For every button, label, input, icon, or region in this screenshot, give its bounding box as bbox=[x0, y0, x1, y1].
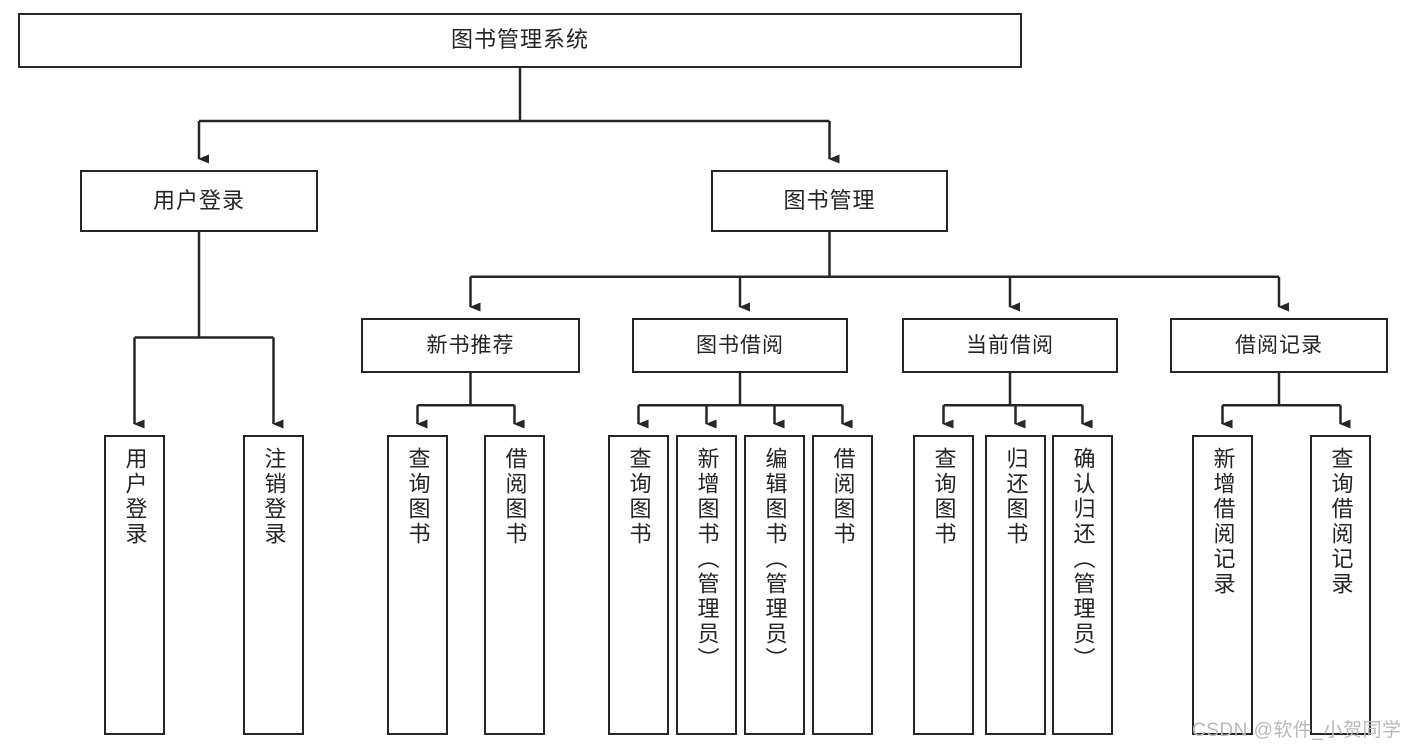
node-label: 用户登录 bbox=[152, 187, 245, 213]
node-label: 查询图书 bbox=[626, 447, 652, 547]
edge-group bbox=[133, 68, 1351, 429]
node-leaf-logout[interactable]: 注销登录 bbox=[243, 435, 304, 735]
node-label: 编辑图书（管理员） bbox=[762, 447, 788, 672]
node-label: 当前借阅 bbox=[966, 333, 1054, 357]
node-borrow-record[interactable]: 借阅记录 bbox=[1170, 318, 1388, 373]
node-leaf-query-book-rec[interactable]: 查询图书 bbox=[387, 435, 448, 735]
node-leaf-edit-book[interactable]: 编辑图书（管理员） bbox=[744, 435, 805, 735]
node-leaf-return-book[interactable]: 归还图书 bbox=[985, 435, 1046, 735]
node-label: 查询图书 bbox=[405, 447, 431, 547]
node-label: 图书管理系统 bbox=[450, 27, 589, 53]
node-label: 查询图书 bbox=[931, 447, 957, 547]
node-label: 借阅记录 bbox=[1235, 333, 1323, 357]
node-user-login[interactable]: 用户登录 bbox=[80, 170, 318, 232]
node-label: 用户登录 bbox=[122, 447, 148, 547]
node-label: 图书借阅 bbox=[696, 333, 784, 357]
node-leaf-query-record[interactable]: 查询借阅记录 bbox=[1310, 435, 1371, 735]
node-root[interactable]: 图书管理系统 bbox=[18, 13, 1022, 68]
node-label: 借阅图书 bbox=[502, 447, 528, 547]
node-leaf-query-book-borrow[interactable]: 查询图书 bbox=[608, 435, 669, 735]
node-label: 确认归还（管理员） bbox=[1070, 447, 1096, 672]
node-book-borrow[interactable]: 图书借阅 bbox=[632, 318, 848, 373]
node-leaf-confirm-return[interactable]: 确认归还（管理员） bbox=[1052, 435, 1113, 735]
node-leaf-add-record[interactable]: 新增借阅记录 bbox=[1192, 435, 1253, 735]
node-label: 归还图书 bbox=[1003, 447, 1029, 547]
node-new-book-rec[interactable]: 新书推荐 bbox=[361, 318, 580, 373]
node-label: 新增借阅记录 bbox=[1210, 447, 1236, 597]
node-leaf-query-book-cur[interactable]: 查询图书 bbox=[913, 435, 974, 735]
node-label: 查询借阅记录 bbox=[1328, 447, 1354, 597]
node-leaf-borrow-book[interactable]: 借阅图书 bbox=[812, 435, 873, 735]
node-label: 注销登录 bbox=[261, 447, 287, 547]
node-label: 图书管理 bbox=[783, 187, 876, 213]
node-leaf-user-login[interactable]: 用户登录 bbox=[104, 435, 165, 735]
node-label: 借阅图书 bbox=[830, 447, 856, 547]
node-label: 新增图书（管理员） bbox=[694, 447, 720, 672]
node-leaf-add-book[interactable]: 新增图书（管理员） bbox=[676, 435, 737, 735]
node-current-borrow[interactable]: 当前借阅 bbox=[902, 318, 1118, 373]
node-label: 新书推荐 bbox=[426, 333, 515, 357]
node-book-manage[interactable]: 图书管理 bbox=[711, 170, 948, 232]
node-leaf-borrow-book-rec[interactable]: 借阅图书 bbox=[484, 435, 545, 735]
